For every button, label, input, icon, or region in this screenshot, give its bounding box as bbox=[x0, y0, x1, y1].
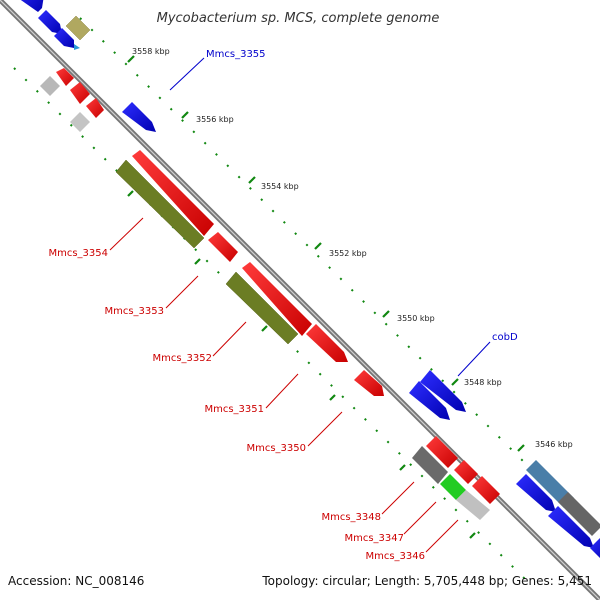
leader-mmcs-3352 bbox=[212, 321, 247, 357]
kbp-tick-marks bbox=[127, 55, 525, 539]
gene-mmcs-3352-orthology[interactable] bbox=[225, 271, 299, 345]
gene-mmcs-3346[interactable] bbox=[456, 490, 490, 520]
leader-mmcs-3355 bbox=[169, 57, 205, 91]
gene-forward-right-2[interactable] bbox=[548, 506, 594, 548]
tick-3558 bbox=[127, 55, 135, 63]
label-mmcs-3354[interactable]: Mmcs_3354 bbox=[48, 248, 108, 259]
dotted-track-outer-upper bbox=[79, 17, 600, 539]
label-mmcs-3352[interactable]: Mmcs_3352 bbox=[152, 353, 212, 364]
tick-3546 bbox=[517, 444, 525, 452]
leader-mmcs-3347 bbox=[403, 501, 437, 535]
feature-gray-small-2[interactable] bbox=[70, 112, 90, 132]
gene-mmcs-3352[interactable] bbox=[242, 262, 312, 336]
feature-dark-gray-right[interactable] bbox=[558, 492, 600, 536]
feature-steelblue[interactable] bbox=[526, 460, 574, 508]
gene-reverse-small-2[interactable] bbox=[70, 82, 90, 104]
gene-forward-right-3[interactable] bbox=[590, 538, 600, 560]
gene-cobd-upper[interactable] bbox=[420, 370, 466, 412]
tick-label-3554: 3554 kbp bbox=[261, 182, 299, 191]
feature-gray-small-1[interactable] bbox=[40, 76, 60, 96]
leader-mmcs-3346 bbox=[425, 519, 459, 553]
label-mmcs-3355[interactable]: Mmcs_3355 bbox=[206, 49, 266, 60]
label-mmcs-3351[interactable]: Mmcs_3351 bbox=[204, 404, 264, 415]
tick-3554 bbox=[248, 176, 256, 184]
label-mmcs-3346[interactable]: Mmcs_3346 bbox=[365, 551, 425, 562]
gene-mmcs-3348[interactable] bbox=[412, 446, 448, 484]
tick-label-3546: 3546 kbp bbox=[535, 440, 573, 449]
map-title: Mycobacterium sp. MCS, complete genome bbox=[157, 11, 440, 26]
gene-reverse-small-3[interactable] bbox=[86, 98, 104, 118]
leader-mmcs-3351 bbox=[265, 373, 299, 409]
leader-mmcs-3348 bbox=[381, 481, 415, 515]
gene-mmcs-3347[interactable] bbox=[440, 474, 466, 500]
gene-mmcs-3354-orthology[interactable] bbox=[115, 159, 205, 249]
tick-3550 bbox=[382, 310, 390, 318]
gene-mmcs-3355[interactable] bbox=[122, 102, 156, 132]
leader-mmcs-3353 bbox=[165, 275, 199, 309]
tick-3548 bbox=[451, 378, 459, 386]
gene-reverse-lower-2[interactable] bbox=[454, 460, 478, 484]
tick-label-3548: 3548 kbp bbox=[464, 378, 502, 387]
tick-label-3552: 3552 kbp bbox=[329, 249, 367, 258]
feature-forward-top-2[interactable] bbox=[38, 10, 62, 34]
feature-forward-top-3[interactable] bbox=[54, 28, 74, 48]
leader-mmcs-3354 bbox=[109, 217, 144, 251]
tick-3556 bbox=[181, 111, 189, 119]
genome-summary-text: Topology: circular; Length: 5,705,448 bp… bbox=[261, 574, 592, 588]
tick-label-3550: 3550 kbp bbox=[397, 314, 435, 323]
tick-3552 bbox=[314, 242, 322, 250]
dotted-track-inner-lower bbox=[13, 67, 531, 585]
tick-label-3558: 3558 kbp bbox=[132, 47, 170, 56]
leader-cobd bbox=[457, 341, 491, 377]
gene-mmcs-3350[interactable] bbox=[354, 370, 384, 396]
leader-mmcs-3350 bbox=[307, 411, 343, 447]
feature-forward-top-1[interactable] bbox=[18, 0, 45, 12]
gene-reverse-lower-3[interactable] bbox=[472, 476, 500, 504]
gene-mmcs-3354[interactable] bbox=[132, 150, 214, 236]
feature-small-cyan bbox=[74, 44, 80, 50]
label-mmcs-3353[interactable]: Mmcs_3353 bbox=[104, 306, 164, 317]
gene-forward-right-1[interactable] bbox=[516, 474, 556, 512]
label-mmcs-3347[interactable]: Mmcs_3347 bbox=[344, 533, 404, 544]
label-mmcs-3350[interactable]: Mmcs_3350 bbox=[246, 443, 306, 454]
label-mmcs-3348[interactable]: Mmcs_3348 bbox=[321, 512, 381, 523]
gene-cobd-lower[interactable] bbox=[409, 381, 450, 420]
label-cobd[interactable]: cobD bbox=[492, 332, 518, 343]
feature-khaki-top[interactable] bbox=[65, 15, 91, 41]
gene-mmcs-3351[interactable] bbox=[306, 324, 348, 362]
gene-mmcs-3353[interactable] bbox=[208, 232, 238, 262]
accession-text: Accession: NC_008146 bbox=[8, 574, 144, 588]
gene-reverse-small-1[interactable] bbox=[56, 68, 74, 86]
tick-label-3556: 3556 kbp bbox=[196, 115, 234, 124]
gene-reverse-lower-1[interactable] bbox=[426, 436, 458, 468]
